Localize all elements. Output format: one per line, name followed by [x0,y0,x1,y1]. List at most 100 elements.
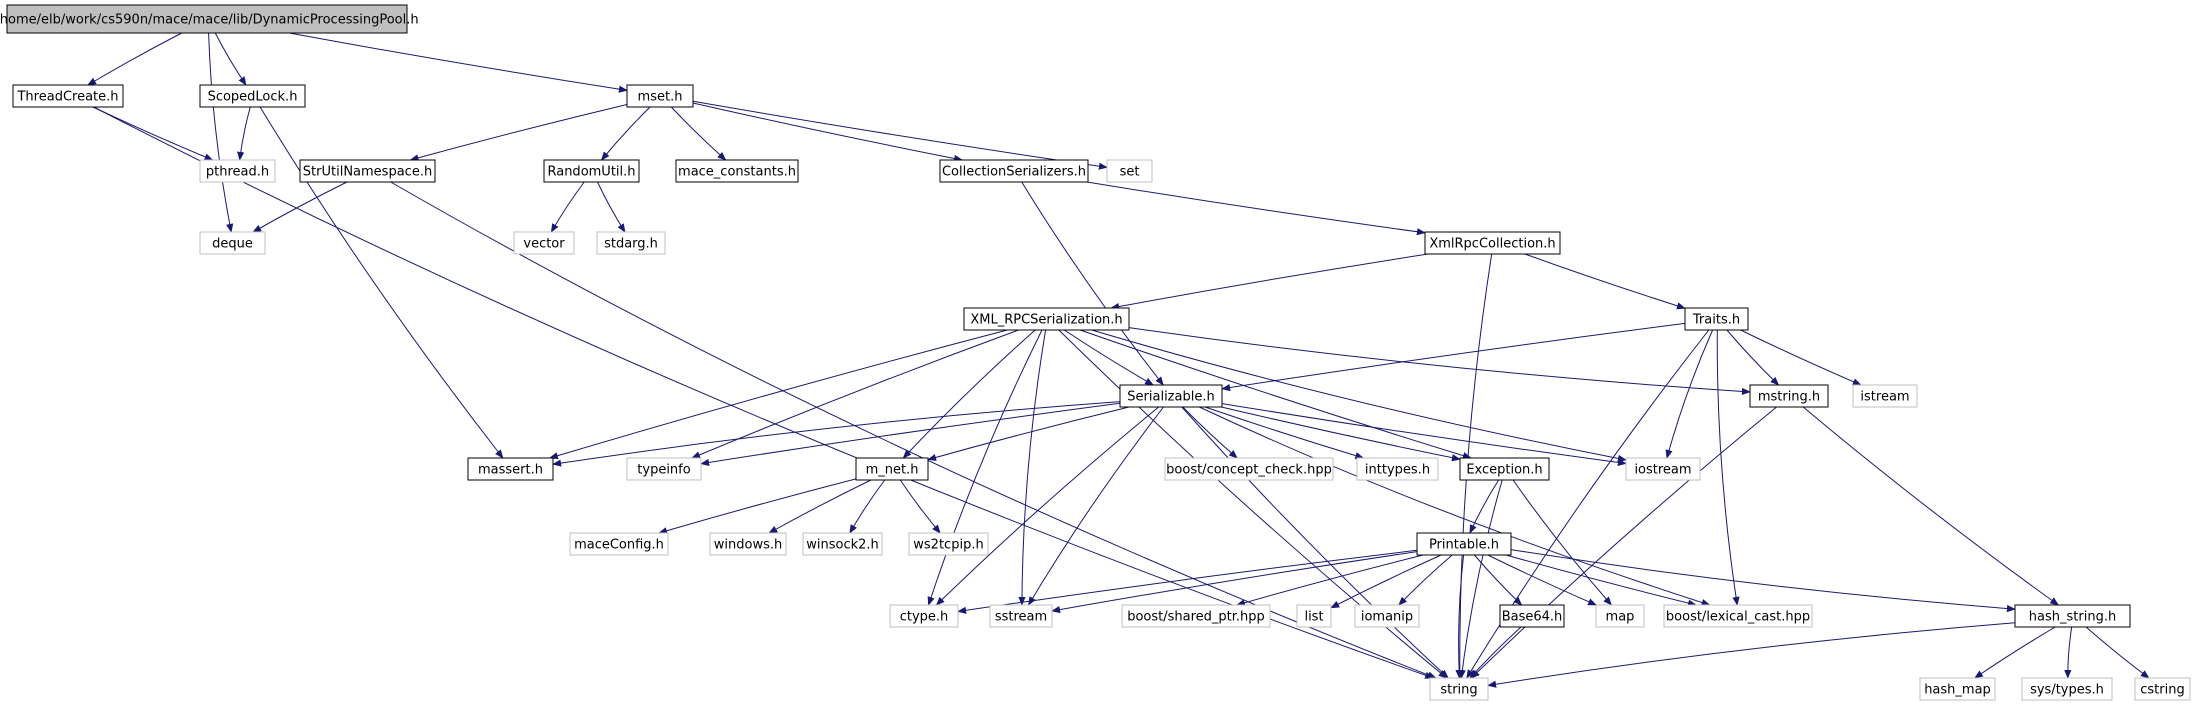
node-box [12,84,124,108]
node-label: sstream [995,610,1047,625]
node-box [1852,384,1918,408]
edge-traits-to-iostream [1665,329,1714,459]
node-mstring[interactable]: mstring.h [1749,384,1829,408]
node-label: stdarg.h [604,237,658,252]
node-pthread: pthread.h [199,159,276,183]
edge-hashstring-to-cstring [2085,626,2150,679]
edge-strutil-to-deque [252,181,348,233]
node-maceconfig: maceConfig.h [569,532,669,556]
edge-serializable-to-ctype [935,406,1160,606]
edge-root-to-mset [289,32,628,93]
node-exception[interactable]: Exception.h [1459,457,1550,481]
node-typeinfo: typeinfo [626,457,702,481]
node-stdarg: stdarg.h [596,231,666,255]
node-ctype: ctype.h [889,604,959,628]
edge-scopedlock-to-massert [259,106,504,459]
edge-serializable-to-massert [552,401,1121,467]
edge-threadcreate-to-string [93,106,1435,679]
node-label: ThreadCreate.h [16,90,118,105]
node-label: vector [523,237,565,252]
node-serializable[interactable]: Serializable.h [1119,384,1223,408]
node-label: typeinfo [637,463,690,478]
node-string: string [1429,677,1489,701]
node-box [1121,604,1271,628]
node-box [855,457,929,481]
edge-mstring-to-string [1470,406,1777,679]
edge-collser-to-serializable [1021,181,1164,386]
edge-mset-to-strutil [409,104,628,162]
node-winsock2: winsock2.h [802,532,883,556]
node-mset[interactable]: mset.h [626,84,694,108]
node-label: iostream [1634,463,1691,478]
node-collser[interactable]: CollectionSerializers.h [939,159,1089,183]
node-label: StrUtilNamespace.h [303,165,432,180]
edge-mset-to-set [692,100,1108,170]
edge-mstring-to-hashstring [1802,406,2060,606]
node-label: hash_string.h [2029,610,2116,625]
node-threadcreate[interactable]: ThreadCreate.h [12,84,124,108]
edge-exception-to-printable [1469,479,1500,534]
edge-serializable-to-exception [1221,406,1461,462]
edge-xmlrpcser-to-serializable [1064,329,1154,386]
node-scopedlock[interactable]: ScopedLock.h [199,84,306,108]
edge-xmlrpcser-to-mnet [902,329,1036,459]
node-xmlrpcser[interactable]: XML_RPCSerialization.h [963,307,1130,331]
node-lexicalcast: boost/lexical_cast.hpp [1663,604,1813,628]
node-box [569,532,669,556]
edge-printable-to-sstream [1051,551,1418,614]
node-box [1625,457,1701,481]
edge-printable-to-list [1330,554,1442,609]
node-xmlrpccoll[interactable]: XmlRpcCollection.h [1424,231,1561,255]
edge-mset-to-collser [692,102,963,162]
node-label: mace_constants.h [678,165,796,180]
node-root[interactable]: /home/elb/work/cs590n/mace/mace/lib/Dyna… [0,4,419,34]
node-strutil[interactable]: StrUtilNamespace.h [299,159,436,183]
node-traits[interactable]: Traits.h [1684,307,1749,331]
edge-hashstring-to-hashmap [1974,626,2056,679]
node-box [1459,457,1550,481]
edge-hashstring-to-string [1487,622,2016,688]
node-box [1919,677,1996,701]
node-box [6,4,408,34]
node-label: windows.h [714,538,782,553]
edge-root-to-threadcreate [87,32,182,86]
node-box [1684,307,1749,331]
node-box [2021,677,2113,701]
edge-mnet-to-windows [768,479,872,534]
node-printable[interactable]: Printable.h [1416,532,1512,556]
node-box [1164,457,1334,481]
edge-randomutil-to-stdarg [597,181,626,233]
node-label: /home/elb/work/cs590n/mace/mace/lib/Dyna… [0,13,419,28]
node-box [1663,604,1813,628]
node-mnet[interactable]: m_net.h [855,457,929,481]
node-box [299,159,436,183]
node-box [513,231,575,255]
node-cstring: cstring [2134,677,2191,701]
node-base64[interactable]: Base64.h [1499,604,1565,628]
node-label: Serializable.h [1127,390,1214,405]
edge-printable-to-iomanip [1398,554,1453,606]
node-label: ScopedLock.h [208,90,298,105]
edge-xmlrpcser-to-exception [1079,329,1472,460]
node-sharedptr: boost/shared_ptr.hpp [1121,604,1271,628]
node-maceconstants[interactable]: mace_constants.h [675,159,799,183]
node-box [199,159,276,183]
edge-printable-to-sharedptr [1236,554,1424,607]
node-hashstring[interactable]: hash_string.h [2014,604,2131,628]
node-label: massert.h [478,463,543,478]
node-box [989,604,1053,628]
edge-threadcreate-to-pthread [92,106,214,161]
node-label: deque [212,237,253,252]
node-massert[interactable]: massert.h [467,457,554,481]
edge-mset-to-randomutil [600,106,651,161]
edge-xmlrpccoll-to-traits [1524,253,1686,310]
node-label: set [1120,165,1140,180]
node-ws2tcpip: ws2tcpip.h [908,532,989,556]
edge-root-to-deque [208,32,234,233]
edge-hashstring-to-systypes [2064,626,2073,679]
node-label: iomanip [1361,610,1413,625]
node-randomutil[interactable]: RandomUtil.h [543,159,640,183]
edge-traits-to-lexicalcast [1716,329,1740,606]
node-box [675,159,799,183]
